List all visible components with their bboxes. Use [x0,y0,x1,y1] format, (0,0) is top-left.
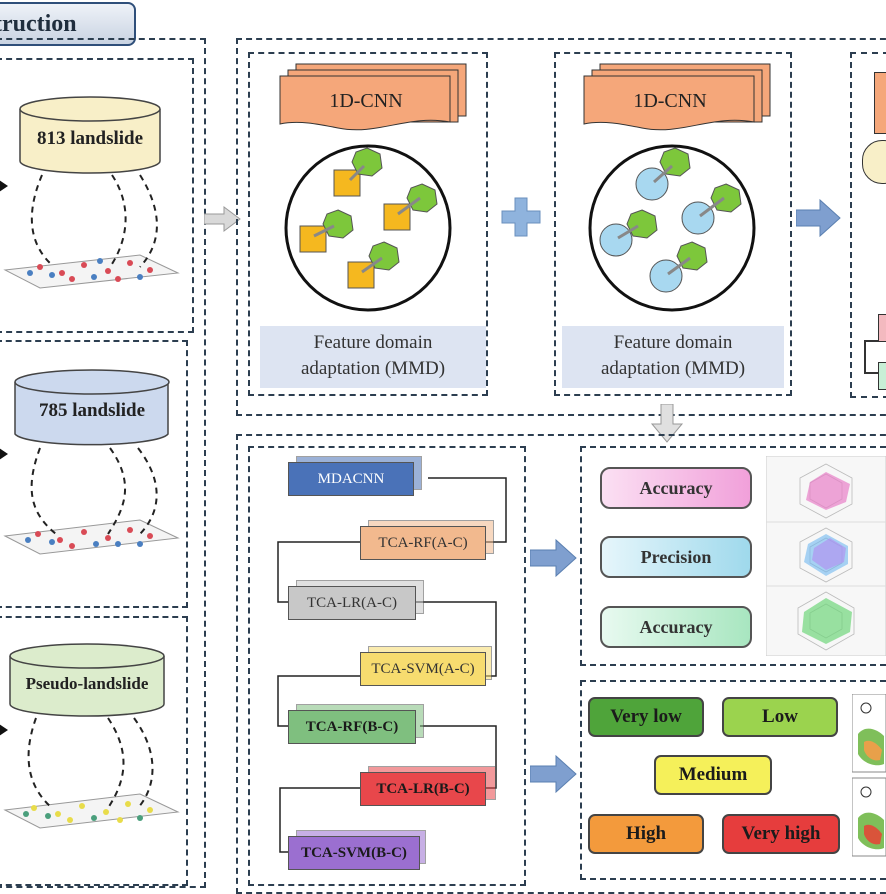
model-label: TCA-SVM(B-C) [288,836,420,870]
output-shape-red [878,314,886,342]
dataset-box-3 [0,616,188,886]
feature-circle [588,144,756,312]
cnn-stack-icon [279,63,467,131]
metric-badge: Accuracy [600,467,752,509]
right-arrow-icon [796,198,841,238]
fda-label-line: Feature domain [613,332,733,353]
susceptibility-map-thumbnails [852,694,886,857]
fda-label-line: Feature domain [313,332,433,353]
cnn-label-1: 1D-CNN [329,90,403,112]
output-block [850,52,886,398]
section-title: truction [0,10,77,37]
arrow-head-icon [0,446,8,462]
level-low: Low [722,697,838,737]
arrow-head-icon [0,722,8,738]
level-medium: Medium [654,755,772,795]
model-label: TCA-RF(A-C) [360,526,486,560]
models-panel [248,446,526,886]
dataset-label-3: Pseudo-landslide [25,674,149,693]
dataset-group-2: 785 landslide [0,368,190,568]
database-cylinder-icon [3,643,180,829]
fda-label-line: adaptation (MMD) [300,358,446,379]
metrics-panel [580,446,886,666]
level-high: High [588,814,704,854]
fda-label-line: adaptation (MMD) [600,358,746,379]
model-label: TCA-SVM(A-C) [360,652,486,686]
model-label: TCA-RF(B-C) [288,710,416,744]
database-cylinder-icon [3,96,180,289]
susceptibility-panel [580,680,886,880]
domain-adaptation-panel [236,38,886,416]
dataset-label-1: 813 landslide [36,128,144,149]
dataset-label-2: 785 landslide [38,400,146,421]
dataset-group-3: Pseudo-landslide [0,642,190,842]
model-label: MDACNN [288,462,414,496]
model-label: TCA-LR(B-C) [360,772,486,806]
cnn-label-2: 1D-CNN [633,90,707,112]
cnn-stack-icon [583,63,771,131]
model-label: TCA-LR(A-C) [288,586,416,620]
right-arrow-icon [204,206,241,232]
database-cylinder-icon [3,369,180,555]
cnn-block-1 [248,52,488,396]
output-shape-green [878,362,886,390]
output-shape-orange [874,72,886,134]
level-very-low: Very low [588,697,704,737]
radar-chart-thumbnails [766,456,886,656]
arrow-head-icon [0,178,8,194]
cnn-block-2 [554,52,792,396]
right-arrow-icon [530,754,577,794]
level-very-high: Very high [722,814,840,854]
fda-label-2: Feature domain adaptation (MMD) [562,326,784,388]
metric-badge: Accuracy [600,606,752,648]
plus-icon [501,197,541,237]
feature-circle [284,144,452,312]
fda-label-1: Feature domain adaptation (MMD) [260,326,486,388]
dataset-box-2 [0,340,188,608]
down-arrow-icon [650,404,684,443]
output-shape-line [864,340,880,374]
metric-badge: Precision [600,536,752,578]
output-shape-ellipse [862,140,886,184]
dataset-group-1: 813 landslide [0,95,190,295]
right-arrow-icon [530,538,577,578]
dataset-box-1 [0,58,194,333]
